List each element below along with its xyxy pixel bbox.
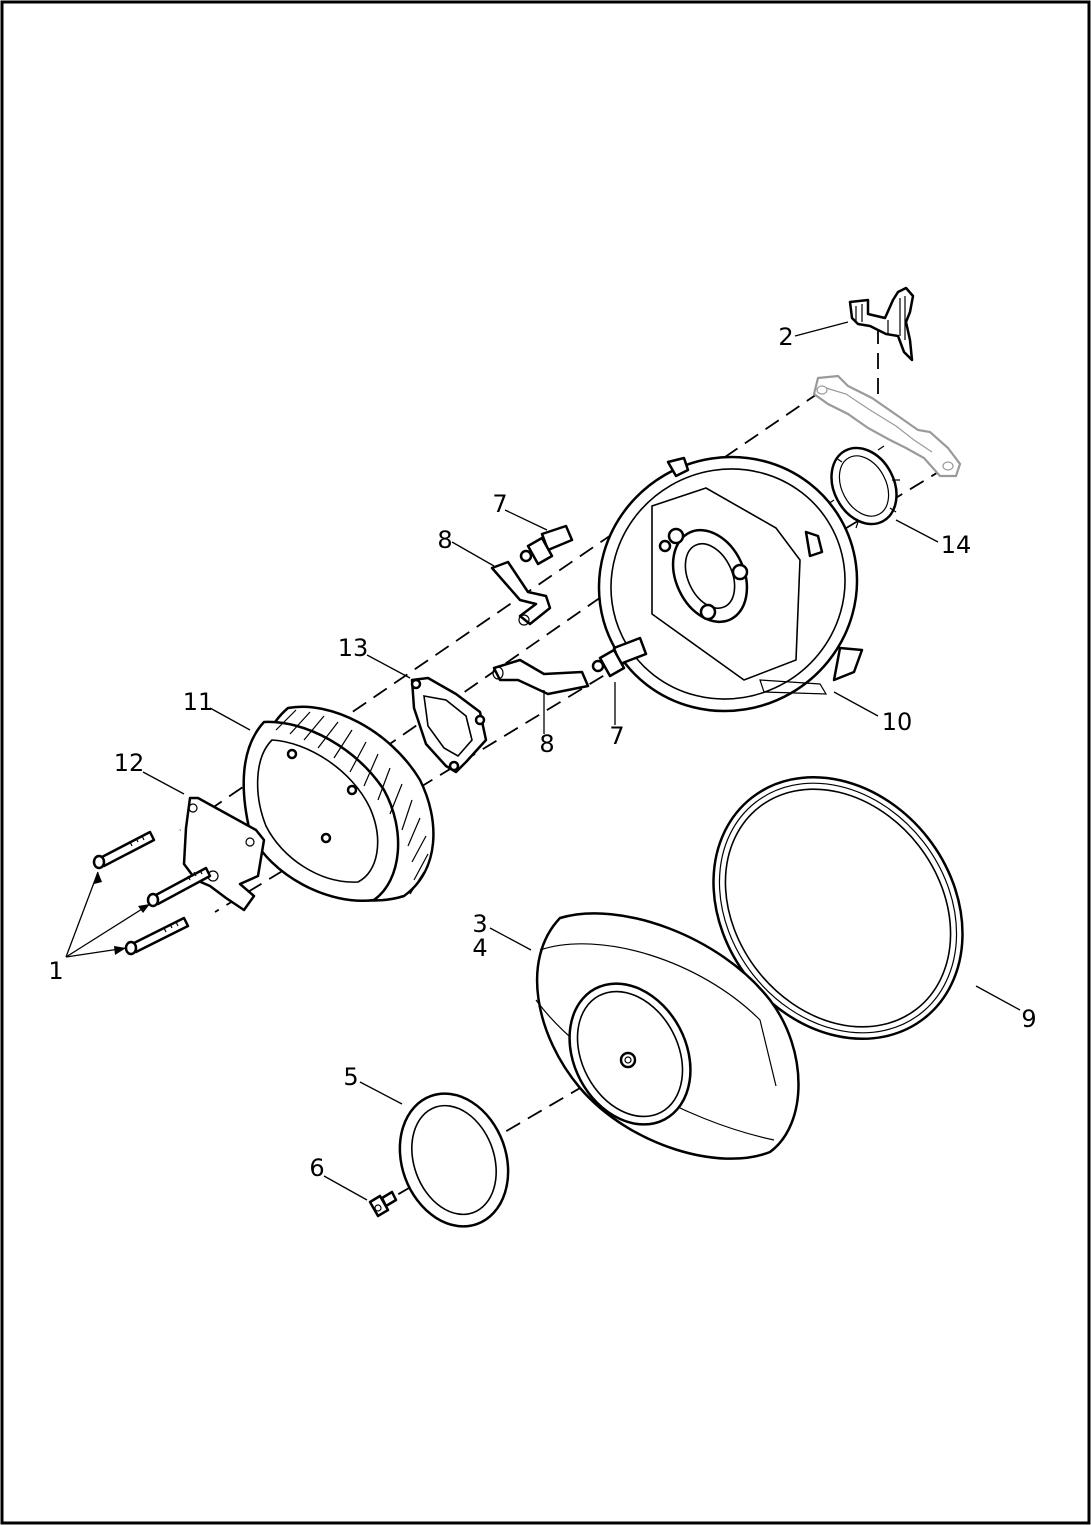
part-bracket — [848, 286, 915, 362]
part-breather-bolt-lower — [591, 636, 648, 678]
callout-labels: 1 2 3 4 5 6 7 7 8 8 9 10 11 12 13 14 — [48, 323, 1036, 1182]
callout-12: 12 — [114, 749, 145, 777]
part-gasket — [410, 676, 488, 774]
callout-4: 4 — [472, 934, 487, 962]
part-screw-bottom — [124, 916, 190, 956]
part-gasket-plate — [812, 374, 962, 478]
callout-10: 10 — [882, 708, 913, 736]
part-backplate — [597, 455, 864, 713]
part-screw-top — [92, 830, 156, 870]
callout-7-lower: 7 — [609, 722, 624, 750]
arrowhead — [94, 872, 102, 884]
callout-1: 1 — [48, 957, 63, 985]
callout-2: 2 — [778, 323, 793, 351]
callout-3: 3 — [472, 910, 487, 938]
callout-13: 13 — [338, 634, 369, 662]
callout-8-upper: 8 — [437, 526, 452, 554]
callout-14: 14 — [941, 531, 972, 559]
part-hose-lower — [492, 658, 590, 696]
callout-8-lower: 8 — [539, 730, 554, 758]
part-air-filter — [242, 705, 435, 903]
part-cover-screw — [368, 1190, 398, 1218]
part-trim-ring — [398, 1092, 510, 1228]
leader-lines — [65, 321, 1021, 1201]
callout-9: 9 — [1021, 1005, 1036, 1033]
arrowhead — [138, 904, 150, 913]
part-seal-ring — [712, 775, 964, 1041]
part-hose-upper — [490, 560, 552, 626]
part-ring — [827, 445, 900, 529]
part-screw-middle — [146, 866, 212, 908]
part-cover — [535, 912, 800, 1160]
callout-7-upper: 7 — [492, 490, 507, 518]
arrowhead — [114, 946, 126, 955]
part-breather-bolt-upper — [519, 524, 574, 566]
callout-11: 11 — [183, 688, 214, 716]
callout-6: 6 — [309, 1154, 324, 1182]
callout-5: 5 — [343, 1063, 358, 1091]
part-mounting-plate — [182, 796, 266, 912]
